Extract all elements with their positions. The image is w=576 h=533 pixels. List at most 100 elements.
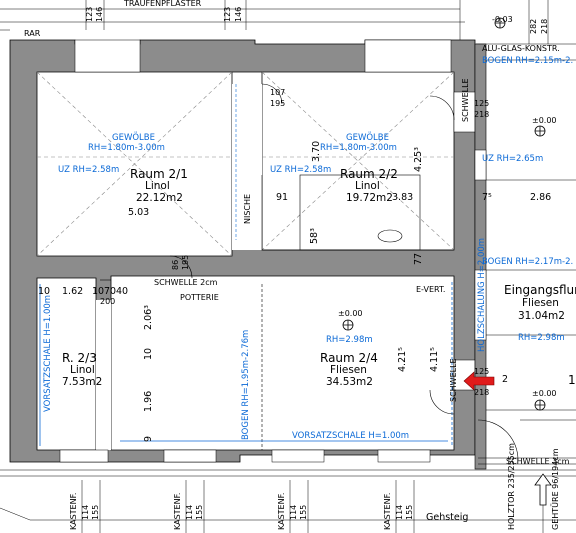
dim-75: 7⁵ <box>482 192 492 203</box>
dim-10b: 10 <box>92 286 105 297</box>
dim-9: 9 <box>143 435 154 442</box>
dim-86: 86 <box>171 259 180 270</box>
dim-top-3: 123 <box>223 6 232 22</box>
dim-425: 4.25³ <box>413 147 424 172</box>
label-arrow-num: 2 <box>502 374 509 385</box>
dim-bottom-2a: 114 <box>185 504 194 520</box>
r24-name: Raum 2/4 <box>320 351 378 365</box>
r22-area: 19.72m2 <box>346 192 393 204</box>
r22-gewoelbe: GEWÖLBE <box>346 133 389 143</box>
dim-top-6: 218 <box>540 18 549 34</box>
right-level-1: ±0.00 <box>532 116 557 125</box>
label-kastenf-4: KASTENF. <box>383 492 392 530</box>
flur-floor: Fliesen <box>522 297 559 309</box>
level-markers <box>342 17 546 411</box>
label-holztor: HOLZTOR 235/255cm <box>507 443 516 530</box>
r24-level: ±0.00 <box>338 309 363 318</box>
dim-70: 70 <box>104 286 117 297</box>
dim-bottom-3b: 155 <box>299 504 308 520</box>
right-level-2: ±0.00 <box>532 389 557 398</box>
dim-218: 218 <box>474 110 490 119</box>
dim-370: 3.70 <box>311 140 322 162</box>
label-schwelle-3cm: SCHWELLE 3cm <box>506 457 570 466</box>
vault-lines <box>36 71 455 257</box>
r22-name: Raum 2/2 <box>340 167 398 181</box>
dim-411: 4.11⁵ <box>429 347 440 372</box>
label-vorsatz-left: VORSATZSCHALE H=1.00m <box>43 294 53 412</box>
dim-40: 40 <box>116 286 129 297</box>
dim-10: 10 <box>38 286 51 297</box>
dim-bottom-1b: 155 <box>91 504 100 520</box>
dim-top-2: 146 <box>95 6 104 22</box>
r24-floor: Fliesen <box>330 364 367 376</box>
flur-rh: RH=2.98m <box>518 333 565 343</box>
label-vorsatz-bottom: VORSATZSCHALE H=1.00m <box>292 431 410 441</box>
label-bogen-right: BOGEN RH=2.17m-2. <box>482 257 574 267</box>
dim-421: 4.21⁵ <box>397 347 408 372</box>
dim-top-1: 123 <box>85 6 94 22</box>
level-marker-1 <box>494 17 506 29</box>
dim-58: 58³ <box>309 228 320 244</box>
dim-200: 200 <box>100 297 116 306</box>
dim-286: 2.86 <box>530 192 552 203</box>
dim-91: 91 <box>276 192 289 203</box>
r22-gewoelbe-rh: RH=1.80m-3.00m <box>320 143 397 153</box>
label-nische: NISCHE <box>243 193 252 224</box>
label-e-vert: E-VERT. <box>416 285 446 294</box>
label-kastenf-2: KASTENF. <box>173 492 182 530</box>
dim-195: 195 <box>270 99 286 108</box>
label-schwelle-upper: SCHWELLE <box>461 78 470 122</box>
dim-10c: 10 <box>143 347 154 360</box>
r23-area: 7.53m2 <box>62 376 103 388</box>
dim-top-5: 282 <box>529 18 538 34</box>
dim-bottom-2b: 155 <box>195 504 204 520</box>
dim-196: 1.96 <box>143 390 154 412</box>
label-schwelle-2cm: SCHWELLE 2cm <box>154 278 218 287</box>
r22-uz: UZ RH=2.58m <box>270 165 332 175</box>
r23-floor: Linol <box>70 364 95 376</box>
dim-206: 2.06³ <box>143 305 154 330</box>
label-bogen-left: BOGEN RH=1.95m-2.76m <box>241 329 251 440</box>
r21-floor: Linol <box>145 180 170 192</box>
dim-bottom-3a: 114 <box>289 504 298 520</box>
right-uz: UZ RH=2.65m <box>482 154 544 164</box>
label-holzschalung: HOLZSCHALUNG H=2.00m <box>477 237 487 352</box>
dim-bottom-1a: 114 <box>81 504 90 520</box>
dim-162: 1.62 <box>62 286 84 297</box>
dim-bottom-4b: 155 <box>405 504 414 520</box>
label-alu-glas: ALU-GLAS-KONSTR. <box>482 44 560 53</box>
dim-125: 125 <box>474 99 490 108</box>
label-edge-num: 1 <box>568 373 576 387</box>
r21-area: 22.12m2 <box>136 192 183 204</box>
gate-arrow-icon <box>534 473 552 506</box>
label-gehtuer: GEHTÜRE 96/194cm <box>551 448 560 530</box>
label-traufenpflaster: TRAUFENPFLASTER <box>124 0 202 8</box>
dim-77: 77 <box>413 252 424 265</box>
label-bogen-top-right: BOGEN RH=2.15m-2. <box>482 56 574 66</box>
dim-383: 3.83 <box>392 192 414 203</box>
dim-bottom-4a: 114 <box>395 504 404 520</box>
dim-195b: 195 <box>181 254 190 270</box>
level-marker-3 <box>342 319 354 331</box>
flur-name: Eingangsflur <box>504 283 576 297</box>
r21-gewoelbe: GEWÖLBE <box>112 133 155 143</box>
flur-area: 31.04m2 <box>518 310 565 322</box>
dim-125b: 125 <box>474 367 490 376</box>
label-kastenf-1: KASTENF. <box>69 492 78 530</box>
r22-floor: Linol <box>355 180 380 192</box>
r21-gewoelbe-rh: RH=1.80m-3.00m <box>88 143 165 153</box>
dim-top-level: -0.03 <box>492 15 513 24</box>
label-potterie: POTTERIE <box>180 293 219 302</box>
label-kastenf-3: KASTENF. <box>277 492 286 530</box>
dim-top-4: 146 <box>234 6 243 22</box>
r23-name: R. 2/3 <box>62 351 97 365</box>
r24-rh: RH=2.98m <box>326 335 373 345</box>
r21-uz: UZ RH=2.58m <box>58 165 120 175</box>
dim-503: 5.03 <box>128 207 150 218</box>
r21-name: Raum 2/1 <box>130 167 188 181</box>
interior-details <box>39 83 576 465</box>
dim-218b: 218 <box>474 388 490 397</box>
label-schwelle-lower: SCHWELLE <box>449 358 458 402</box>
